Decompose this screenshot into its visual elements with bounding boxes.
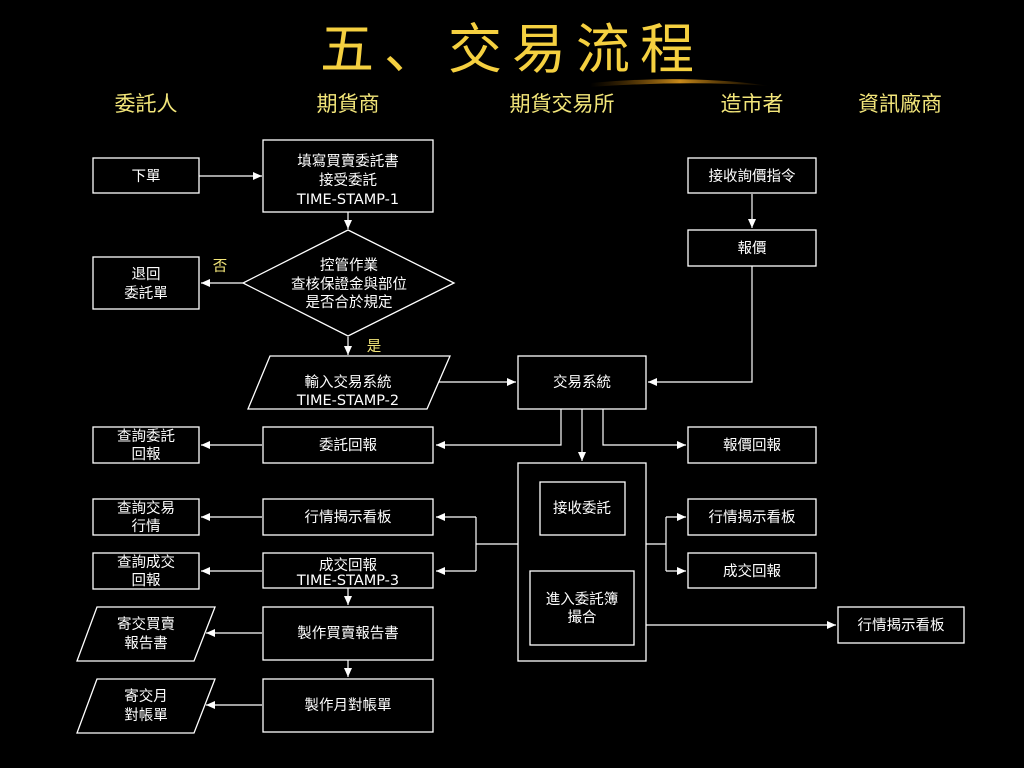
enter-book-line-2: 撮合 (568, 609, 597, 626)
fill-form-line-1: 填寫買賣委託書 (297, 152, 399, 170)
label-yes: 是 (367, 339, 382, 355)
make-report-label: 製作買賣報告書 (297, 625, 399, 642)
query-order-line-1: 查詢委託 (117, 428, 175, 445)
lane-exchange: 期貨交易所 (510, 92, 615, 116)
return-order-line-1: 退回 (132, 266, 161, 283)
fill-form-line-3: TIME-STAMP-1 (296, 192, 399, 208)
return-order-line-2: 委託單 (124, 285, 168, 302)
trading-system-label: 交易系統 (553, 373, 611, 391)
arrow-system-to-quote-report (602, 409, 686, 449)
send-report-box (76, 606, 216, 662)
receive-order-box (539, 481, 626, 536)
arrow-quote-to-system (648, 266, 753, 386)
make-report-box (262, 606, 434, 661)
market-board-mm-box (687, 498, 817, 536)
enter-book-line-1: 進入委託簿 (546, 591, 619, 608)
query-order-line-2: 回報 (132, 446, 161, 463)
fill-report-broker-line-1: 成交回報 (319, 556, 377, 574)
input-system-box (247, 355, 451, 410)
query-fill-line-1: 查詢成交 (117, 553, 175, 571)
place-order-label: 下單 (132, 169, 161, 185)
input-system-line-2: TIME-STAMP-2 (296, 393, 399, 409)
quote-box (687, 229, 817, 267)
control-line-3: 是否合於規定 (306, 294, 393, 311)
order-report-box (262, 426, 434, 464)
quote-report-label: 報價回報 (723, 437, 781, 454)
control-line-2: 查核保證金與部位 (291, 276, 407, 293)
fill-report-mm-box (687, 552, 817, 589)
enter-book-box (529, 570, 635, 646)
query-market-box (92, 498, 200, 536)
lane-client: 委託人 (115, 92, 178, 116)
arrow-system-to-order-report (436, 409, 562, 449)
send-statement-box (76, 678, 216, 734)
trading-system-box (517, 355, 647, 410)
query-market-line-2: 行情 (132, 518, 161, 535)
query-fill-box (92, 552, 200, 590)
market-board-vendor-label: 行情揭示看板 (858, 616, 945, 634)
market-board-broker-label: 行情揭示看板 (305, 508, 392, 526)
make-statement-label: 製作月對帳單 (305, 697, 392, 714)
page-title: 五、交易流程 (320, 18, 704, 81)
control-decision (241, 229, 456, 337)
fill-form-box (262, 139, 434, 213)
receive-order-label: 接收委託 (553, 500, 611, 517)
title-swoosh (590, 79, 770, 87)
fill-report-broker-box (262, 552, 434, 589)
send-statement-line-1: 寄交月 (124, 687, 168, 705)
receive-inquiry-label: 接收詢價指令 (709, 168, 796, 185)
market-board-mm-label: 行情揭示看板 (709, 508, 796, 526)
fill-report-broker-line-2: TIME-STAMP-3 (296, 573, 399, 589)
query-fill-line-2: 回報 (132, 572, 161, 589)
make-statement-box (262, 678, 434, 733)
send-report-line-2: 報告書 (124, 635, 168, 652)
fill-report-mm-label: 成交回報 (723, 562, 781, 580)
quote-label: 報價 (738, 240, 767, 257)
lane-broker: 期貨商 (317, 92, 380, 116)
query-market-line-1: 查詢交易 (117, 499, 175, 517)
return-order-box (92, 256, 200, 310)
send-statement-line-2: 對帳單 (124, 707, 168, 724)
lane-info-vendor: 資訊廠商 (858, 92, 942, 116)
query-order-box (92, 426, 200, 464)
label-no: 否 (213, 259, 228, 275)
order-report-label: 委託回報 (319, 437, 377, 454)
send-report-line-1: 寄交買賣 (117, 615, 175, 633)
lane-market-maker: 造市者 (721, 92, 784, 116)
input-system-line-1: 輸入交易系統 (305, 373, 392, 391)
quote-report-box (687, 426, 817, 464)
control-line-1: 控管作業 (320, 257, 378, 274)
market-board-broker-box (262, 498, 434, 536)
market-board-vendor-box (837, 606, 965, 644)
fill-form-line-2: 接受委託 (319, 172, 377, 189)
place-order-box (92, 157, 200, 194)
receive-inquiry-box (687, 157, 817, 194)
